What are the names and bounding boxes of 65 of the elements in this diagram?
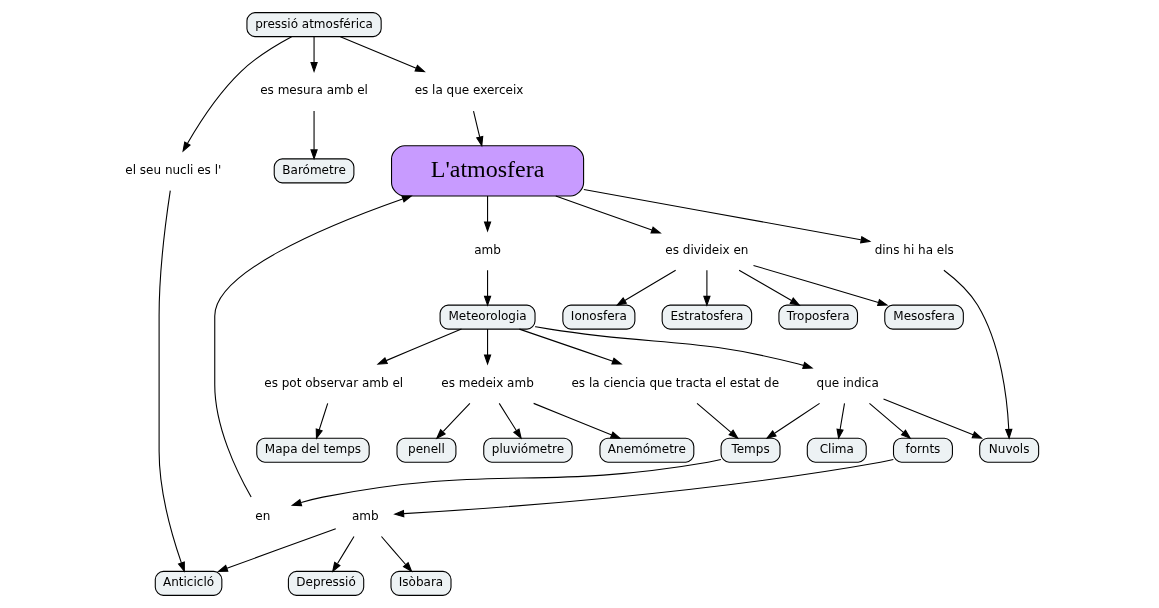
arrow bbox=[290, 459, 722, 507]
arrow bbox=[380, 535, 413, 573]
arrow bbox=[943, 269, 1013, 440]
arrow bbox=[310, 36, 318, 73]
arrow bbox=[583, 188, 872, 244]
arrow bbox=[738, 269, 801, 306]
node-text: es pot observar amb el bbox=[264, 375, 404, 390]
node-box: Estratosfera bbox=[661, 304, 753, 330]
arrow bbox=[765, 402, 821, 440]
node-box: Meteorologia bbox=[439, 304, 536, 330]
node-text: es divideix en bbox=[665, 242, 749, 257]
arrow bbox=[534, 326, 814, 369]
arrow bbox=[882, 398, 983, 439]
arrow bbox=[518, 328, 623, 365]
node-box: Depressió bbox=[287, 570, 365, 596]
arrow bbox=[435, 402, 471, 440]
node-text: dins hi ha els bbox=[874, 242, 954, 257]
node-text: amb bbox=[352, 508, 379, 523]
arrow bbox=[615, 269, 677, 306]
node-text: el seu nucli es l' bbox=[125, 162, 222, 177]
node-box: pluviómetre bbox=[483, 437, 573, 463]
arrow bbox=[483, 328, 492, 366]
arrow bbox=[752, 264, 889, 307]
node-text: amb bbox=[474, 242, 501, 257]
arrow bbox=[331, 535, 355, 573]
arrow bbox=[483, 195, 492, 233]
arrow bbox=[555, 195, 662, 234]
node-box: Troposfera bbox=[778, 304, 859, 330]
arrow bbox=[472, 110, 484, 148]
arrow bbox=[393, 458, 894, 518]
node-box: Ionosfera bbox=[562, 304, 636, 330]
node-box: Clima bbox=[806, 437, 867, 463]
arrow bbox=[836, 402, 846, 440]
node-box: Nuvols bbox=[979, 437, 1040, 463]
arrow bbox=[696, 402, 740, 440]
node-text: es mesura amb el bbox=[260, 83, 368, 98]
node-box: Temps bbox=[720, 437, 781, 463]
node-text: es la que exerceix bbox=[414, 83, 524, 98]
arrow bbox=[310, 110, 318, 161]
arrow bbox=[158, 190, 185, 573]
node-box: fornts bbox=[892, 437, 953, 463]
arrow bbox=[703, 269, 711, 307]
node-box: Anemómetre bbox=[599, 437, 695, 463]
node-box: pressió atmosférica bbox=[246, 12, 382, 38]
node-box: Anticicló bbox=[154, 570, 223, 596]
arrow bbox=[868, 402, 912, 440]
node-box: Mesosfera bbox=[884, 304, 964, 330]
arrow bbox=[315, 402, 329, 440]
node-box: Barómetre bbox=[273, 158, 355, 184]
node-box: penell bbox=[396, 437, 457, 463]
node-box: Isòbara bbox=[390, 570, 452, 596]
arrow bbox=[182, 36, 293, 153]
arrow bbox=[217, 528, 337, 572]
node-text: que indica bbox=[816, 375, 879, 390]
arrow bbox=[498, 402, 522, 440]
arrow bbox=[339, 36, 426, 73]
node-text: es medeix amb bbox=[441, 375, 534, 390]
node-box: L'atmosfera bbox=[391, 145, 585, 197]
arrow bbox=[483, 269, 492, 307]
node-box: Mapa del temps bbox=[256, 437, 370, 463]
node-text: en bbox=[255, 508, 271, 523]
arrow bbox=[376, 328, 462, 365]
arrow bbox=[533, 402, 622, 439]
node-text: es la ciencia que tracta el estat de bbox=[571, 375, 780, 390]
arrow bbox=[214, 195, 413, 498]
